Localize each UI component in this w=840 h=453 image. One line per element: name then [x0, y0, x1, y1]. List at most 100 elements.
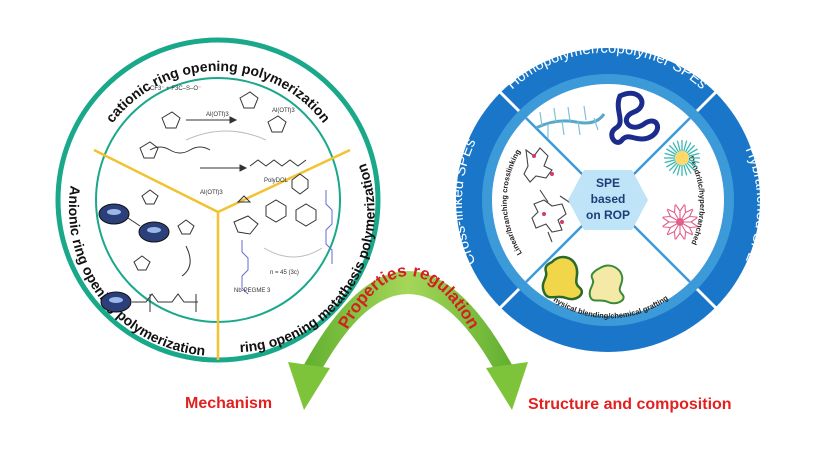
right-wheel: Homopolymer/copolymer SPEs Hybranched SP…: [449, 40, 770, 374]
reaction-arrowhead-2: [239, 164, 248, 172]
center-text-line-1: SPE: [596, 176, 620, 190]
ring-divider-tl: [498, 90, 521, 113]
initiator-highlight-3: [109, 297, 123, 303]
reagent-label-1: Al(OTf)3: [206, 112, 229, 118]
lactone-monomer-1: [141, 189, 159, 205]
star-arm: [686, 144, 696, 154]
ring-divider-bl: [498, 287, 521, 310]
crosslink-node: [550, 172, 554, 176]
star-arm: [683, 164, 688, 176]
dendrimer-branch: [681, 225, 693, 240]
anionic-arrow-1: [127, 217, 141, 227]
center-hexagon: [568, 170, 648, 230]
arch-arrow-body: [300, 271, 516, 380]
dendrimer-branch: [683, 223, 698, 235]
metathesis-n-label: n = 45 (3c): [270, 270, 299, 276]
composite-blob-2: [588, 264, 625, 305]
crosslink-node: [542, 212, 546, 216]
star-arm: [668, 162, 678, 172]
product-label: PolyDOL: [264, 178, 289, 184]
dol-cation: [267, 115, 287, 133]
star-arm: [676, 140, 681, 152]
lactone-monomer-3: [133, 255, 151, 271]
peg-side-chain-2: [241, 240, 249, 295]
star-arm: [688, 152, 700, 157]
arrowhead-left: [288, 362, 330, 410]
catalyst-ring-3: [291, 173, 309, 195]
comb-polymer-illustration: [535, 105, 606, 138]
monomer-label: Nb-PEGME 3: [234, 288, 271, 294]
center-text-line-3: on ROP: [586, 208, 630, 222]
norbornene-monomer: [233, 215, 259, 235]
composite-illustration: [541, 255, 625, 305]
reaction-arrowhead-1: [229, 116, 238, 124]
star-arm: [684, 163, 692, 174]
star-arm: [676, 164, 681, 176]
crosslink-node: [532, 154, 536, 158]
curved-guide-arrow: [185, 130, 267, 141]
star-arm: [687, 160, 698, 168]
chain-fragment: [149, 146, 211, 154]
star-arm: [666, 148, 677, 156]
star-arm: [668, 144, 678, 154]
star-arm: [664, 152, 676, 157]
dendrimer-branch: [675, 226, 685, 240]
dol-monomer-2: [239, 91, 259, 109]
star-arm: [666, 160, 677, 168]
dendrimer-branch: [667, 204, 679, 219]
center-text-line-2: based: [591, 192, 626, 206]
star-polymer-illustration: [664, 140, 700, 176]
dendrimer-branch: [662, 217, 676, 227]
strained-ring: [236, 195, 252, 203]
anionic-curved-arrow: [181, 245, 191, 277]
dendrimer-core: [676, 218, 684, 226]
dendrimer-illustration: [662, 204, 698, 240]
divider-left: [93, 148, 219, 214]
polydol-chain: [249, 159, 307, 167]
star-arm: [687, 148, 698, 156]
network-1: [523, 147, 553, 183]
dendrimer-branch: [667, 225, 679, 240]
comb-backbone: [535, 113, 606, 130]
dendrimer-branch: [662, 209, 677, 221]
initiator-highlight-2: [147, 227, 161, 233]
structure-composition-label: Structure and composition: [528, 396, 732, 413]
counterion-label: CF3⁻ + F3C–S–O⁻: [150, 86, 201, 92]
arrowhead-right: [486, 362, 528, 410]
star-arms: [664, 140, 700, 176]
dendrimer-branch: [675, 204, 685, 218]
dendrimer-branch: [662, 223, 677, 235]
crosslink-node: [560, 220, 564, 224]
dendrimer-branch: [683, 209, 698, 221]
metathesis-curved-arrow: [263, 247, 323, 258]
ring-divider-br: [695, 287, 718, 310]
metathesis-scheme: [233, 173, 333, 295]
star-arm: [686, 162, 696, 172]
coil-polymer-illustration: [609, 90, 660, 145]
catalyst-label: Al(OTf)3: [200, 190, 223, 196]
cationic-scheme: [139, 91, 307, 172]
star-arm: [664, 159, 676, 164]
lactone-monomer-2: [177, 219, 195, 235]
ring-divider-tr: [695, 90, 718, 113]
star-arm: [672, 142, 680, 153]
anionic-chain: [132, 293, 198, 303]
reagent-label-2: Al(OTf)3: [272, 108, 295, 114]
dendrimer-branch: [681, 204, 693, 219]
network-2: [531, 199, 567, 233]
dol-monomer-3: [139, 141, 159, 159]
mechanism-label: Mechanism: [185, 395, 272, 412]
initiator-highlight-1: [107, 209, 121, 215]
dendrimer-branch: [684, 217, 698, 227]
peg-side-chain-1: [325, 190, 333, 264]
catalyst-ring-1: [265, 199, 287, 223]
dendrimer-branches: [662, 204, 698, 240]
star-core: [675, 151, 689, 165]
catalyst-ring-2: [295, 203, 317, 227]
star-arm: [672, 163, 680, 174]
anionic-scheme: [98, 189, 198, 313]
star-arm: [688, 159, 700, 164]
left-wheel: cationic ring opening polymerization Ani…: [55, 37, 381, 363]
dol-monomer-1: [161, 111, 181, 129]
